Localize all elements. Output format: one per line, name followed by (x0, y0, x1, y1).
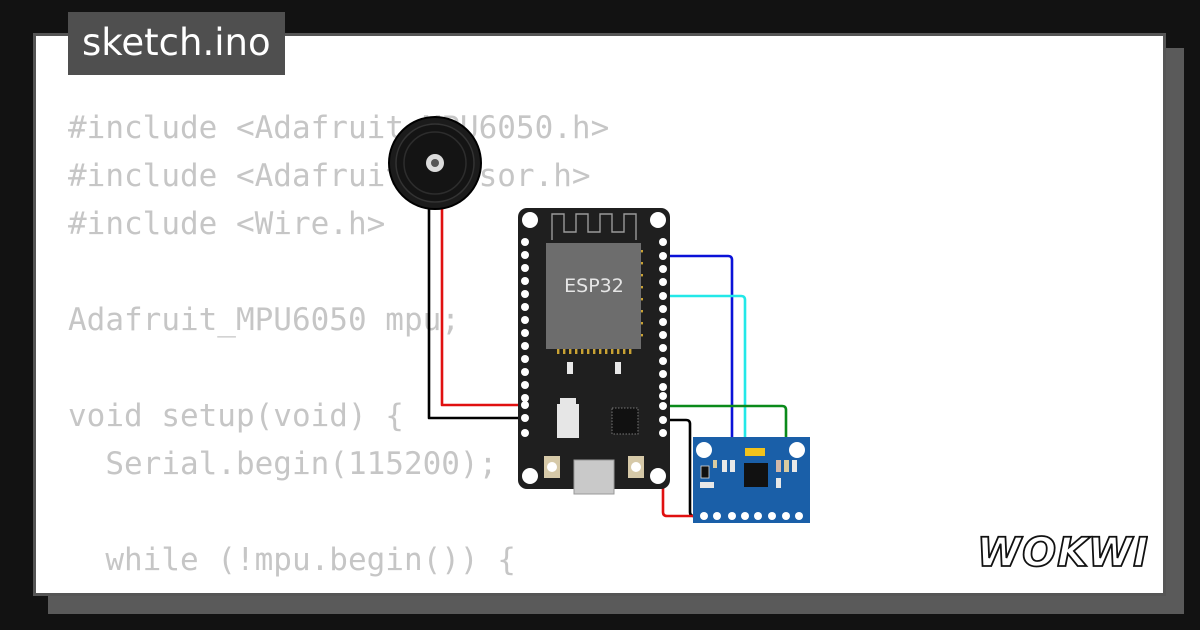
buzzer-icon[interactable] (388, 116, 482, 210)
wire-red-vcc (661, 433, 704, 518)
wire-buzzer-black (427, 206, 524, 420)
wire-blue-sda (663, 254, 734, 516)
code-line: void setup(void) { (68, 398, 404, 434)
code-line: Adafruit_MPU6050 mpu; (68, 302, 460, 338)
brand-name: WOKWI (978, 530, 1148, 574)
esp32-shield (546, 243, 641, 349)
esp32-board-icon[interactable]: ESP32 (518, 208, 670, 495)
code-line: Serial.println("MPU6050 não conectado!")… (68, 584, 908, 593)
esp32-left-pins (521, 238, 529, 437)
chip-label: ESP32 (564, 275, 624, 297)
wires (427, 206, 788, 518)
wire-cyan-scl (663, 294, 747, 516)
wire-buzzer-red (440, 206, 524, 407)
code-line: Serial.begin(115200); (68, 446, 498, 482)
wire-green-int (663, 404, 788, 516)
mpu6050-module-icon[interactable] (693, 437, 810, 523)
code-line: while (!mpu.begin()) { (68, 542, 516, 578)
wokwi-logo-icon: WOKWI (978, 529, 1148, 574)
mpu-pins (700, 512, 803, 520)
esp32-right-pins (659, 238, 667, 437)
code-line: #include <Wire.h> (68, 206, 386, 242)
file-tab[interactable]: sketch.ino (68, 12, 285, 75)
